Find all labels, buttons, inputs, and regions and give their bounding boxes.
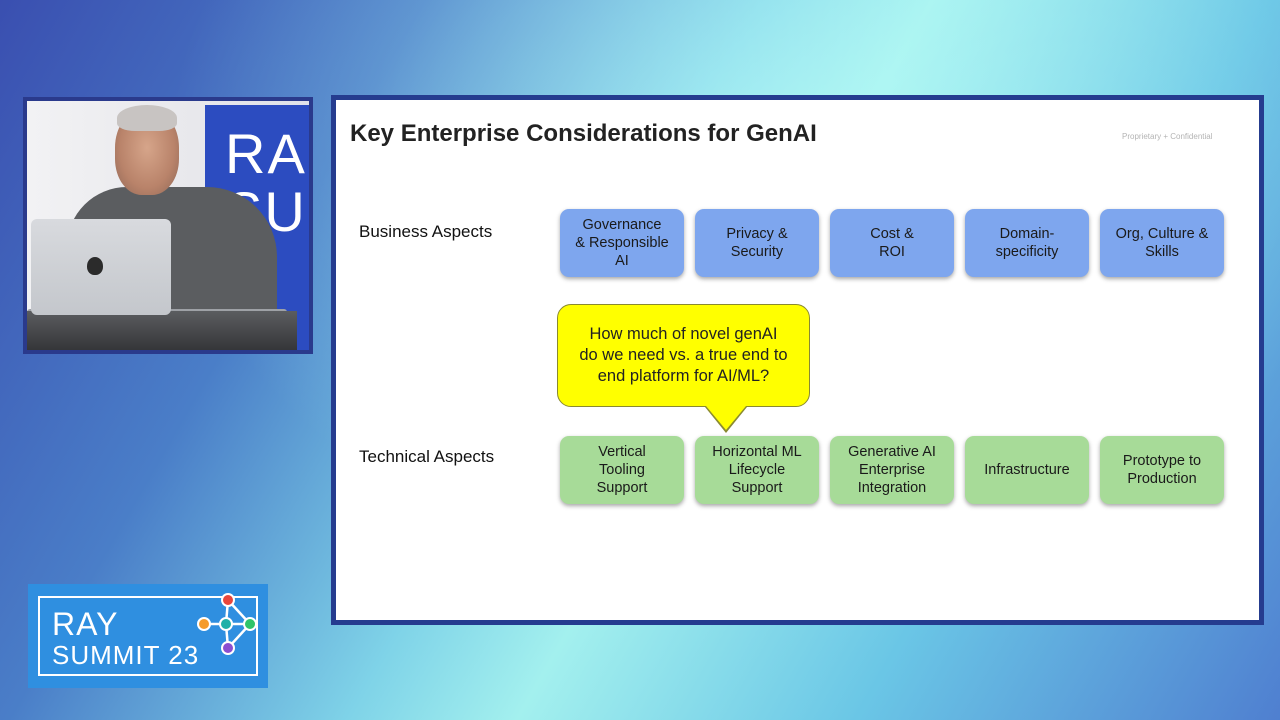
podium <box>27 311 297 350</box>
callout-bubble: How much of novel genAI do we need vs. a… <box>557 304 810 407</box>
logo-node <box>221 641 235 655</box>
logo-node <box>243 617 257 631</box>
business-box-governance: Governance & Responsible AI <box>560 209 684 277</box>
business-box-privacy: Privacy & Security <box>695 209 819 277</box>
technical-aspects-label: Technical Aspects <box>359 447 495 466</box>
speaker-video: RA SU <box>27 101 309 350</box>
business-box-cost: Cost & ROI <box>830 209 954 277</box>
speaker-video-panel: RA SU <box>23 97 313 354</box>
ray-summit-logo: RAY SUMMIT 23 <box>28 584 268 688</box>
technical-box-vertical: Vertical Tooling Support <box>560 436 684 504</box>
business-aspects-label: Business Aspects <box>359 222 493 241</box>
logo-border <box>38 596 258 676</box>
apple-logo-icon <box>87 257 103 275</box>
logo-node <box>221 593 235 607</box>
slide-frame: Key Enterprise Considerations for GenAI … <box>331 95 1264 625</box>
slide-title: Key Enterprise Considerations for GenAI <box>350 120 817 147</box>
logo-text-ray: RAY <box>52 606 119 642</box>
technical-box-infrastructure: Infrastructure <box>965 436 1089 504</box>
logo-node <box>219 617 233 631</box>
logo-node <box>197 617 211 631</box>
business-box-domain: Domain- specificity <box>965 209 1089 277</box>
slide: Key Enterprise Considerations for GenAI … <box>336 100 1259 620</box>
technical-box-prototype: Prototype to Production <box>1100 436 1224 504</box>
laptop <box>31 219 171 315</box>
confidential-notice: Proprietary + Confidential <box>1122 132 1213 141</box>
logo-text-summit: SUMMIT 23 <box>52 640 200 670</box>
speaker-hair <box>117 105 177 131</box>
technical-box-genai: Generative AI Enterprise Integration <box>830 436 954 504</box>
ray-node-graph-icon <box>197 593 257 655</box>
business-box-org: Org, Culture & Skills <box>1100 209 1224 277</box>
callout-tail <box>706 406 746 430</box>
technical-box-horizontal: Horizontal ML Lifecycle Support <box>695 436 819 504</box>
